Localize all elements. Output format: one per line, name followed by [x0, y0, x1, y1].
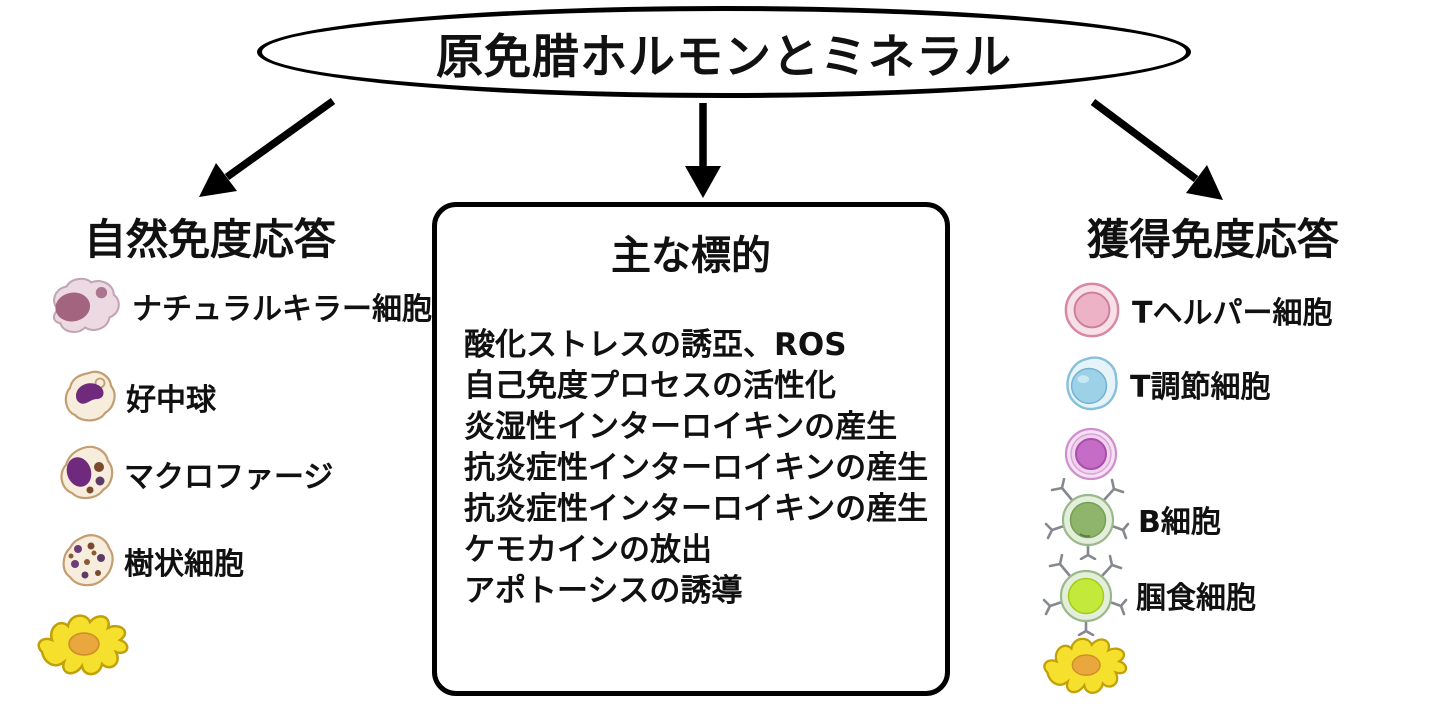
innate-item-label: 樹状細胞 [124, 547, 244, 582]
macrophage-granule [95, 476, 105, 486]
nk-cell-spot [95, 287, 108, 299]
diagram-title: 原免腊ホルモンとミネラル [436, 29, 1012, 85]
innate-item-label: ナチュラルキラー細胞 [132, 292, 432, 327]
macrophage-icon [60, 445, 114, 500]
targets-header: 主な標的 [611, 233, 771, 279]
adaptive-item-purple-lymphocyte [1062, 426, 1120, 482]
arrow-center-head-icon [685, 166, 721, 198]
neutrophil-nucleus [76, 383, 104, 404]
macrophage-granule [86, 486, 94, 494]
t-regulatory-cell-icon [1066, 356, 1118, 411]
adaptive-item-label: 腘食細胞 [1136, 581, 1256, 616]
adaptive-item-label: T調節細胞 [1130, 370, 1271, 405]
target-line: 抗炎症性インターロイキンの産生 [464, 491, 929, 527]
target-line: ケモカインの放出 [464, 532, 712, 568]
adaptive-item-stellate [1038, 630, 1138, 702]
t-regulatory-cell-nucleus [1070, 367, 1108, 405]
stellate-cell-nucleus [1071, 654, 1101, 676]
adaptive-header: 獲得免度応答 [1087, 215, 1340, 264]
nk-cell-icon [52, 277, 120, 334]
t-regulatory-cell-highlight [1077, 375, 1090, 384]
title-ellipse: 原免腊ホルモンとミネラル [257, 6, 1191, 98]
nk-cell-nucleus [55, 292, 91, 322]
adaptive-item-t-helper: Tヘルパー細胞 [1060, 280, 1332, 340]
arrow-left-head-icon [199, 163, 237, 197]
target-line: 炎湿性インターロイキンの産生 [464, 409, 898, 445]
innate-item-stellate [34, 606, 138, 684]
innate-item-macrophage: マクロファージ [56, 444, 333, 504]
arrow-left-line [224, 97, 336, 181]
phagocyte-cell-icon [1042, 554, 1128, 636]
neutrophil-icon [64, 370, 116, 422]
dendritic-cell-granules [68, 542, 105, 579]
target-line: 酸化ストレスの誘亞、ROS [464, 327, 847, 363]
b-cell-icon [1044, 478, 1130, 560]
innate-item-nk-cell: ナチュラルキラー細胞 [44, 274, 432, 338]
innate-item-neutrophil: 好中球 [60, 368, 216, 426]
purple-lymphocyte-icon [1064, 427, 1118, 481]
adaptive-item-t-regulatory: T調節細胞 [1060, 354, 1270, 414]
main-targets-box: 主な標的 酸化ストレスの誘亞、ROS 自己免度プロセスの活性化 炎湿性インターロ… [432, 202, 950, 696]
arrow-right-line [1090, 98, 1199, 183]
stellate-cell-nucleus [68, 632, 100, 656]
innate-header: 自然免度応答 [84, 215, 337, 264]
macrophage-granule [94, 462, 104, 472]
b-cell-notch [1079, 533, 1091, 538]
dendritic-cell-icon [62, 534, 114, 587]
innate-item-label: マクロファージ [124, 460, 334, 495]
targets-list: 酸化ストレスの誘亞、ROS 自己免度プロセスの活性化 炎湿性インターロイキンの産… [464, 325, 935, 612]
t-helper-cell-nucleus [1073, 291, 1111, 329]
adaptive-item-label: B細胞 [1138, 505, 1221, 540]
adaptive-item-b-cell: B細胞 [1044, 478, 1221, 560]
innate-item-label: 好中球 [126, 383, 216, 418]
stellate-cell-icon [1043, 637, 1128, 694]
arrow-right-head-icon [1186, 165, 1223, 200]
innate-item-dendritic: 樹状細胞 [58, 532, 244, 590]
t-helper-cell-icon [1064, 282, 1120, 338]
adaptive-item-label: Tヘルパー細胞 [1132, 296, 1333, 331]
purple-lymphocyte-nucleus [1075, 438, 1107, 470]
target-line: 自己免度プロセスの活性化 [464, 368, 836, 404]
macrophage-nucleus [66, 457, 92, 487]
target-line: アポトーシスの誘導 [464, 573, 743, 609]
stellate-cell-icon [37, 614, 129, 676]
target-line: 抗炎症性インターロイキンの産生 [464, 450, 929, 486]
adaptive-item-phagocyte: 腘食細胞 [1042, 554, 1256, 636]
phagocyte-nucleus [1067, 577, 1105, 615]
b-cell-nucleus [1069, 501, 1107, 539]
b-cell-receptors [1044, 478, 1130, 560]
